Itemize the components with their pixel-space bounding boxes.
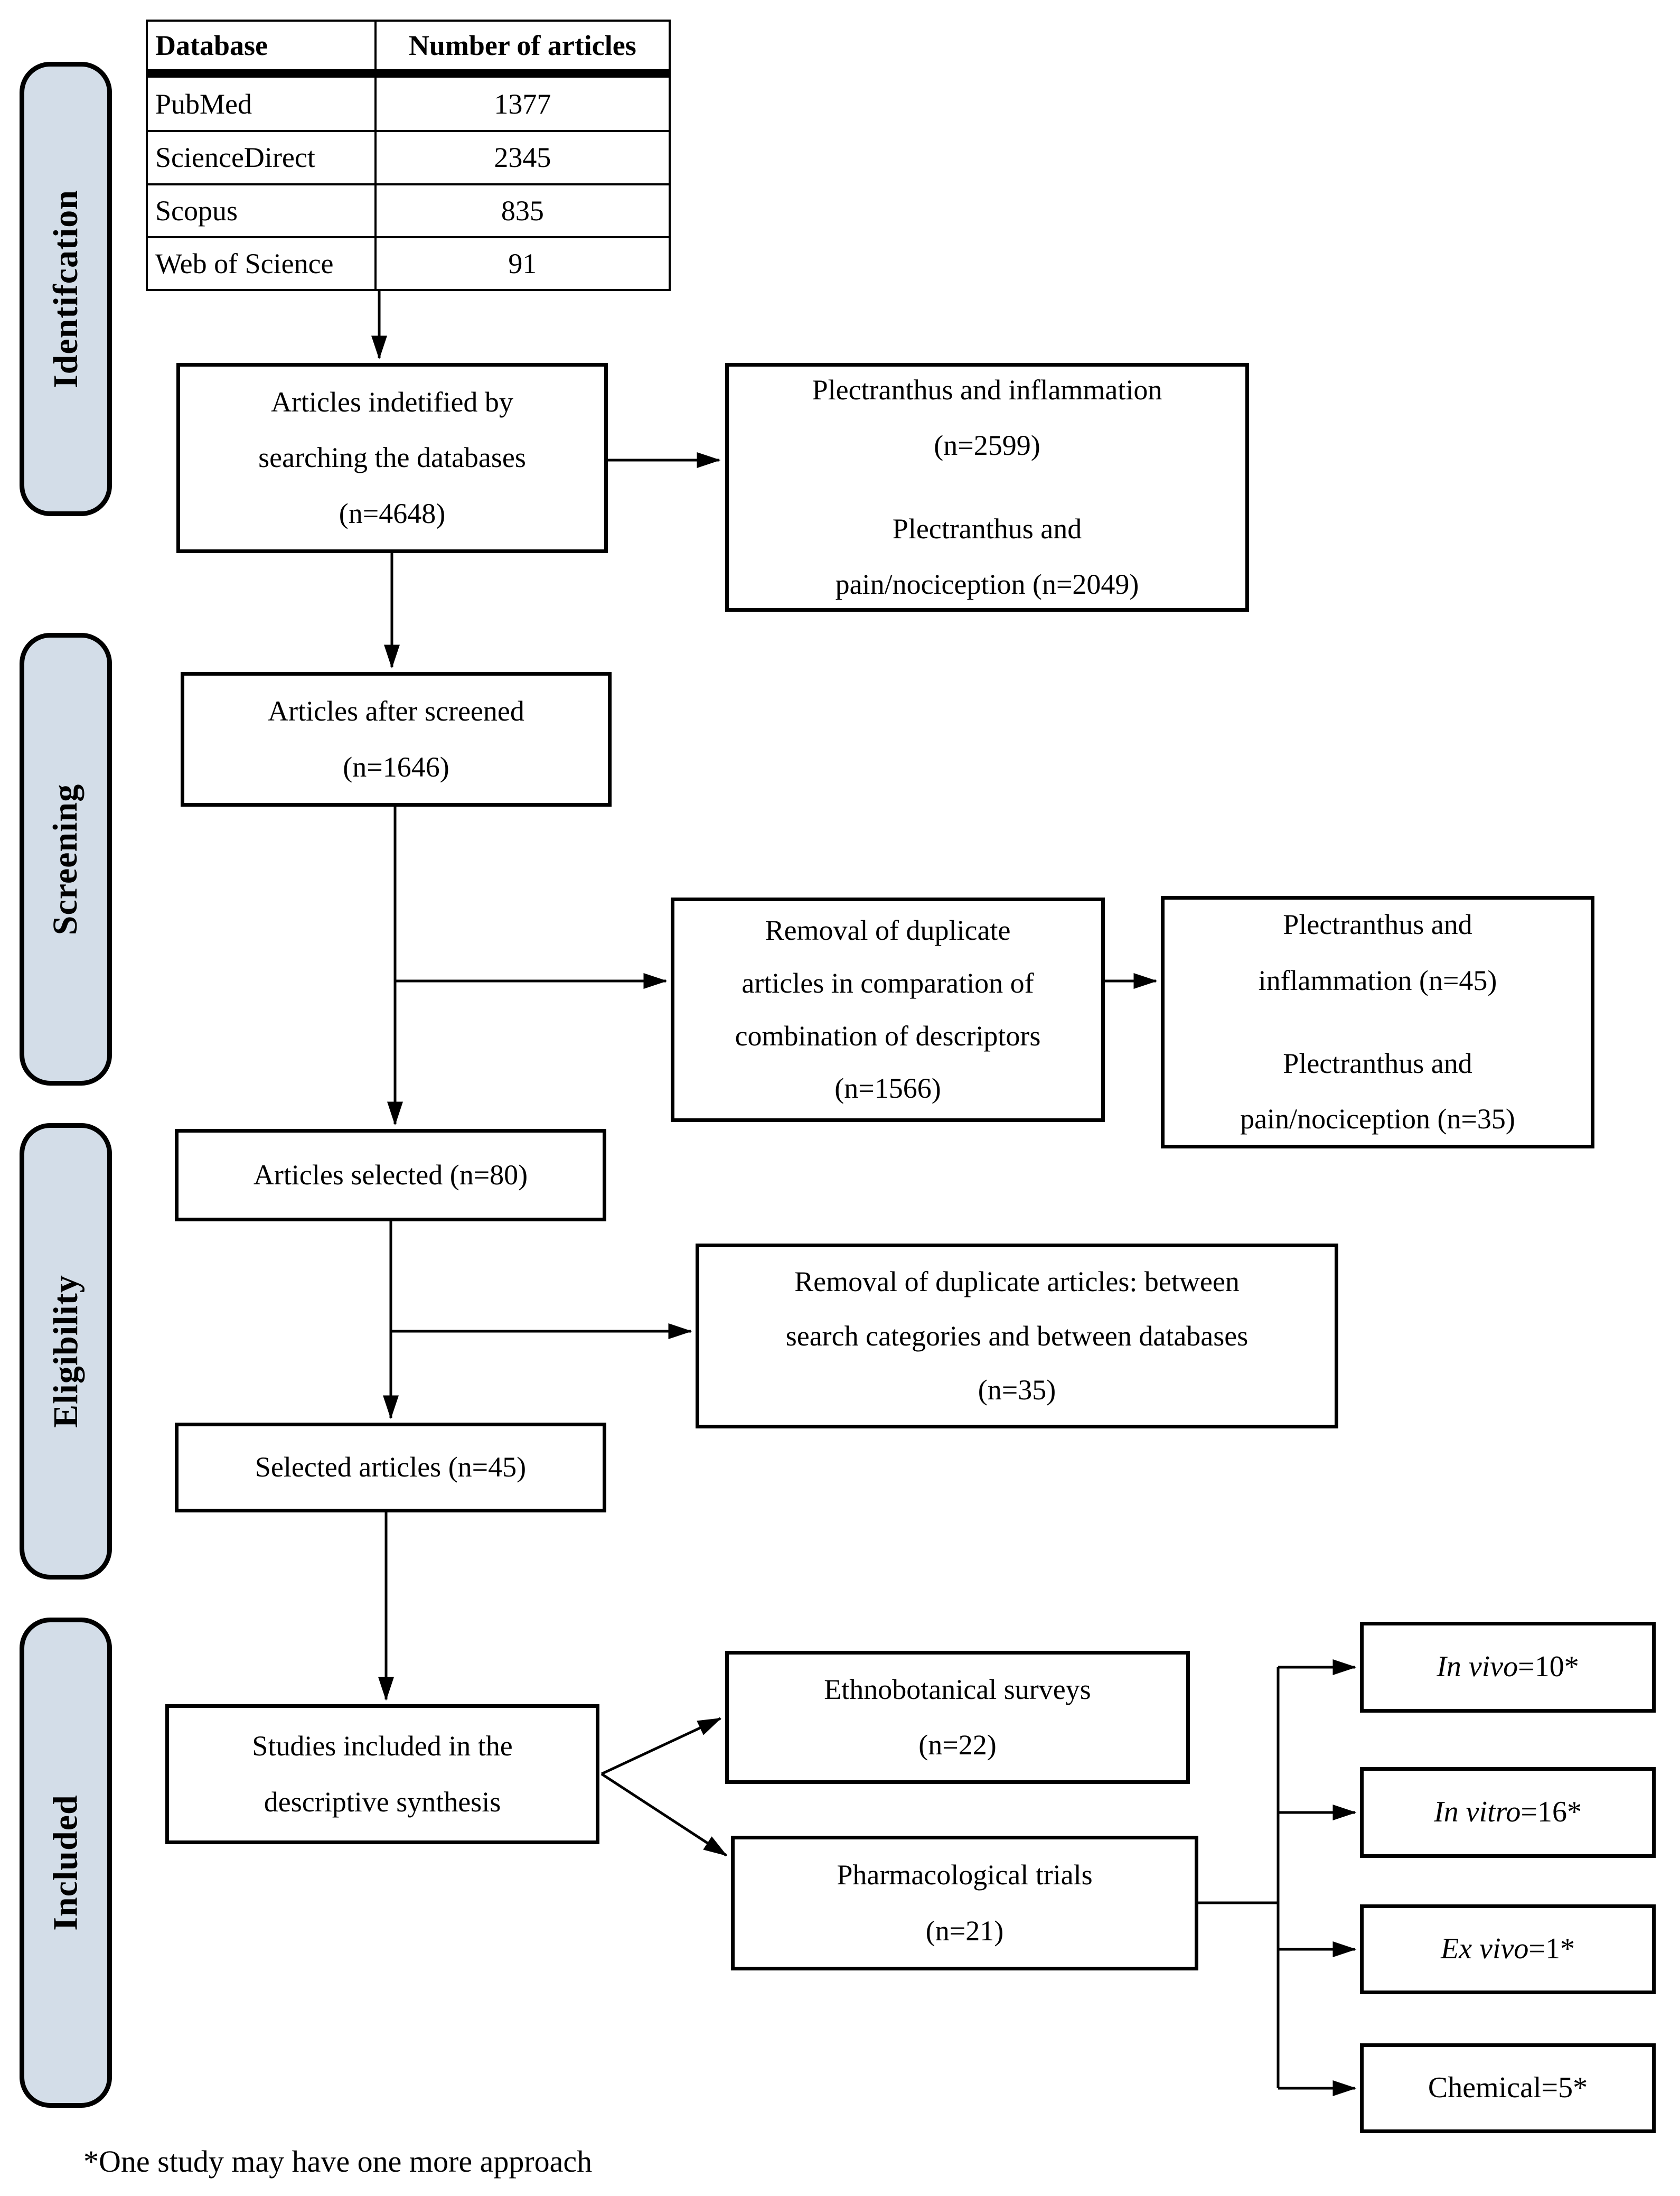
table-row: Scopus 835: [146, 183, 671, 238]
box-line: search categories and between databases: [785, 1320, 1249, 1352]
table-cell-count: 1377: [374, 72, 671, 133]
box-line: Pharmacological trials: [837, 1859, 1093, 1891]
sidebar-stage-screening: Screening: [20, 633, 112, 1086]
arrow-studies-to-pharmacological: [600, 1772, 728, 1857]
approach-label-rest: =16*: [1521, 1796, 1582, 1829]
box-line: searching the databases: [258, 442, 526, 474]
approach-label: In vivo=10*: [1437, 1649, 1579, 1685]
box-ethnobotanical-surveys: Ethnobotanical surveys (n=22): [725, 1651, 1190, 1784]
box-line: inflammation (n=45): [1258, 964, 1497, 996]
box-removal-duplicates-categories: Removal of duplicate articles: between s…: [696, 1244, 1338, 1428]
table-row: Web of Science 91: [146, 236, 671, 292]
box-line: Articles selected (n=80): [253, 1158, 528, 1191]
box-studies-included: Studies included in the descriptive synt…: [165, 1704, 599, 1844]
box-line: (n=22): [918, 1729, 997, 1761]
sidebar-stage-eligibility: Eligibility: [20, 1123, 112, 1580]
footnote: *One study may have one more approach: [83, 2144, 593, 2179]
box-articles-selected: Articles selected (n=80): [175, 1129, 606, 1221]
arrow-studies-to-ethnobotanical: [600, 1717, 722, 1776]
sidebar-stage-included: Included: [20, 1618, 112, 2108]
box-line: combination of descriptors: [735, 1020, 1041, 1052]
approach-label: In vitro=16*: [1434, 1795, 1582, 1830]
table-cell-count: 91: [374, 236, 671, 292]
box-line: Studies included in the: [252, 1730, 513, 1762]
duplicates-inflammation: Plectranthus and inflammation (n=45): [1259, 897, 1497, 1008]
box-line: Plectranthus and: [1283, 909, 1472, 941]
box-line: articles in comparation of: [742, 967, 1034, 999]
box-line: (n=1566): [834, 1072, 941, 1105]
column-header-number-of-articles: Number of articles: [374, 20, 671, 78]
stage-label: Identifcation: [46, 190, 85, 388]
approach-label: Chemical=5*: [1428, 2070, 1588, 2106]
table-cell-count: 835: [374, 183, 671, 238]
box-line: Plectranthus and: [1283, 1048, 1472, 1079]
box-ex-vivo: Ex vivo=1*: [1360, 1904, 1656, 1994]
box-in-vitro: In vitro=16*: [1360, 1767, 1656, 1858]
approach-label: Ex vivo=1*: [1441, 1931, 1575, 1967]
column-header-database: Database: [146, 20, 377, 78]
box-in-vivo: In vivo=10*: [1360, 1622, 1656, 1713]
box-selected-articles: Selected articles (n=45): [175, 1423, 606, 1512]
box-duplicates-by-term: Plectranthus and inflammation (n=45) Ple…: [1161, 896, 1594, 1148]
table-cell-database: Scopus: [146, 183, 377, 238]
box-chemical: Chemical=5*: [1360, 2043, 1656, 2133]
table-row: ScienceDirect 2345: [146, 130, 671, 185]
box-line: Ethnobotanical surveys: [824, 1673, 1091, 1705]
box-articles-after-screened: Articles after screened (n=1646): [181, 672, 612, 807]
box-search-term-results: Plectranthus and inflammation (n=2599) P…: [725, 363, 1249, 612]
box-line: Plectranthus and inflammation: [812, 373, 1162, 406]
box-removal-duplicates-descriptors: Removal of duplicate articles in compara…: [671, 898, 1105, 1122]
approach-label-rest: =1*: [1528, 1932, 1575, 1966]
box-line: Plectranthus and: [892, 512, 1082, 545]
box-line: Removal of duplicate articles: between: [794, 1266, 1240, 1298]
box-line: pain/nociception (n=2049): [835, 568, 1139, 600]
approach-label-rest: Chemical=5*: [1428, 2071, 1588, 2105]
box-line: descriptive synthesis: [264, 1786, 501, 1818]
box-line: Articles indetified by: [271, 386, 513, 418]
duplicates-pain: Plectranthus and pain/nociception (n=35): [1240, 1036, 1515, 1147]
box-line: Removal of duplicate: [765, 914, 1011, 946]
table-row: PubMed 1377: [146, 72, 671, 133]
sidebar-stage-identification: Identifcation: [20, 62, 112, 516]
table-header-row: Database Number of articles: [146, 20, 671, 78]
approach-label-italic: In vivo: [1437, 1650, 1518, 1684]
box-line: (n=4648): [339, 497, 446, 529]
table-cell-database: ScienceDirect: [146, 130, 377, 185]
table-cell-database: PubMed: [146, 72, 377, 133]
box-line: Selected articles (n=45): [255, 1451, 527, 1483]
box-line: pain/nociception (n=35): [1240, 1103, 1515, 1135]
stage-label: Included: [46, 1795, 85, 1931]
box-line: (n=21): [925, 1914, 1004, 1947]
box-line: Articles after screened: [268, 695, 524, 727]
box-pharmacological-trials: Pharmacological trials (n=21): [731, 1836, 1198, 1970]
database-table-grid: Database Number of articles PubMed 1377 …: [146, 20, 671, 292]
table-cell-database: Web of Science: [146, 236, 377, 292]
box-articles-identified: Articles indetified by searching the dat…: [176, 363, 608, 553]
database-table: Database Number of articles PubMed 1377 …: [146, 20, 671, 292]
search-term-inflammation: Plectranthus and inflammation (n=2599): [812, 362, 1162, 474]
box-line: (n=2599): [934, 429, 1040, 462]
stage-label: Screening: [46, 783, 85, 935]
box-line: (n=1646): [343, 751, 449, 783]
table-cell-count: 2345: [374, 130, 671, 185]
box-line: (n=35): [978, 1374, 1056, 1406]
approach-label-rest: =10*: [1518, 1650, 1579, 1684]
search-term-pain: Plectranthus and pain/nociception (n=204…: [836, 501, 1139, 613]
stage-label: Eligibility: [46, 1275, 85, 1428]
approach-label-italic: In vitro: [1434, 1796, 1521, 1829]
approach-label-italic: Ex vivo: [1441, 1932, 1529, 1966]
